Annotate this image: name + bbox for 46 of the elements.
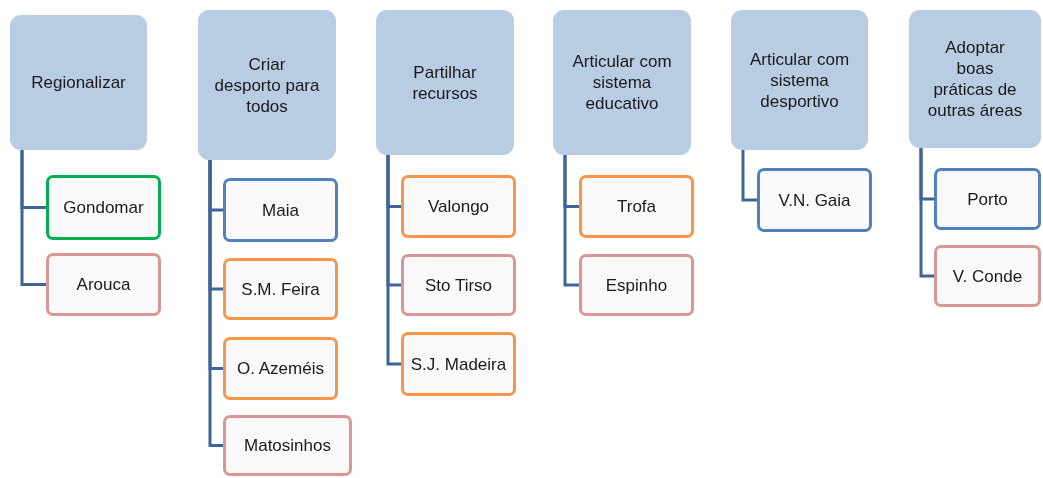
node-label: Matosinhos (244, 435, 331, 456)
node-label: Criar desporto para todos (214, 53, 320, 117)
node-label: Porto (967, 188, 1008, 210)
node-label: Espinho (605, 274, 668, 296)
member-box (46, 175, 161, 240)
member-box (579, 254, 694, 316)
connector-line (741, 150, 757, 202)
member-box (401, 254, 516, 316)
node-label: Arouca (76, 274, 131, 295)
member-box (223, 258, 338, 320)
category-box (909, 10, 1041, 148)
member-box (579, 175, 694, 238)
node-label: Valongo (427, 196, 490, 217)
member-box (934, 168, 1041, 230)
category-box (10, 15, 147, 150)
node-label: Articular com sistema educativo (571, 51, 673, 114)
member-box (223, 337, 338, 400)
category-box (553, 10, 691, 155)
connector-line (208, 160, 223, 447)
member-box (934, 245, 1041, 307)
member-box (401, 332, 516, 396)
member-box (401, 175, 516, 238)
node-label: Articular com sistema desportivo (748, 48, 851, 112)
node-label: Adoptar boas práticas de outras áreas (926, 37, 1024, 121)
member-box (223, 415, 352, 476)
node-label: V.N. Gaia (778, 189, 851, 211)
category-box (731, 10, 868, 150)
node-label: Sto Tirso (424, 274, 493, 296)
node-label: Partilhar recursos (411, 61, 479, 104)
connector-line (919, 148, 934, 278)
node-label: V. Conde (952, 265, 1023, 287)
node-label: S.M. Feira (241, 278, 320, 300)
member-box (757, 168, 872, 232)
member-box (46, 253, 161, 316)
node-label: O. Azeméis (237, 358, 324, 379)
node-label: Trofa (616, 196, 656, 217)
node-label: Regionalizar (31, 72, 126, 93)
connector-line (563, 155, 579, 287)
connector-line (20, 150, 46, 286)
category-box (376, 10, 514, 155)
category-box (198, 10, 336, 160)
node-label: S.J. Madeira (410, 353, 507, 375)
node-label: Maia (262, 199, 299, 221)
member-box (223, 178, 338, 242)
node-label: Gondomar (63, 197, 144, 218)
connector-line (386, 155, 401, 366)
